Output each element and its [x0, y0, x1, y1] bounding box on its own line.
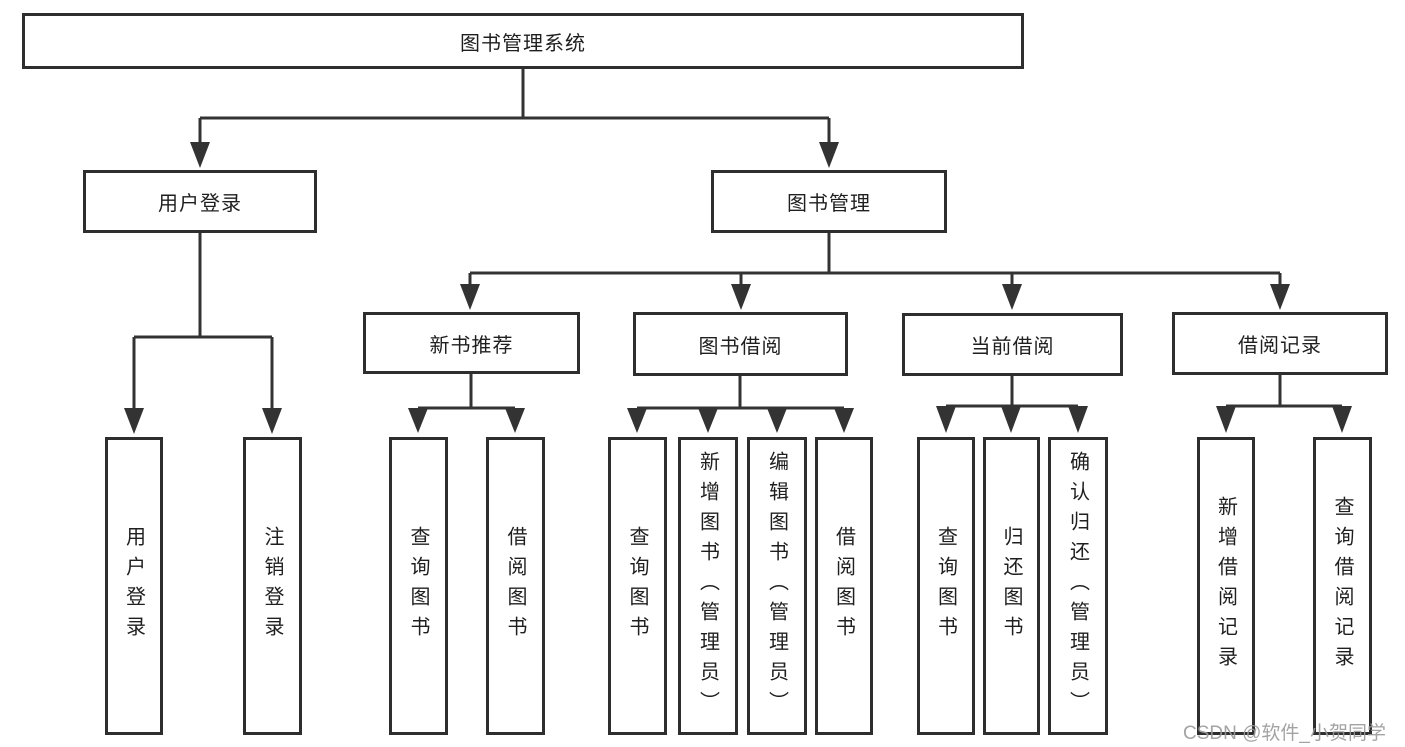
connector-current-borrow: [946, 376, 1078, 408]
leaf-add-book-admin: 新增图书（管理员）: [678, 437, 738, 735]
leaf-logout: 注销登录: [243, 437, 302, 735]
leaf-user-login: 用户登录: [105, 437, 163, 735]
arrow-down-icon: [819, 142, 839, 168]
arrow-down-icon: [1068, 406, 1088, 433]
arrow-down-icon: [505, 408, 525, 433]
arrow-down-icon: [408, 408, 428, 433]
leaf-edit-book-admin: 编辑图书（管理员）: [747, 437, 807, 735]
arrow-down-icon: [698, 408, 718, 433]
arrow-down-icon: [190, 142, 210, 168]
leaf-query-books-borrow: 查询图书: [608, 437, 667, 735]
node-book-borrow: 图书借阅: [633, 312, 848, 376]
arrow-down-icon: [1270, 284, 1290, 310]
arrow-down-icon: [731, 284, 751, 310]
arrow-down-icon: [1002, 284, 1022, 310]
connector-user-login: [132, 233, 274, 412]
arrow-down-icon: [460, 284, 480, 310]
node-library-system: 图书管理系统: [22, 13, 1024, 69]
node-current-borrow: 当前借阅: [902, 313, 1123, 376]
leaf-query-books-recommend: 查询图书: [389, 437, 448, 735]
arrow-down-icon: [262, 408, 282, 434]
watermark: CSDN @软件_小贺同学: [1183, 723, 1386, 744]
leaf-query-books-current: 查询图书: [917, 437, 975, 735]
leaf-confirm-return-admin: 确认归还（管理员）: [1048, 437, 1108, 735]
arrow-down-icon: [124, 408, 144, 434]
arrow-down-icon: [1216, 406, 1236, 433]
leaf-return-books: 归还图书: [983, 437, 1040, 735]
connector-book-borrow: [637, 375, 844, 410]
leaf-add-borrow-record: 新增借阅记录: [1197, 437, 1255, 735]
leaf-query-borrow-record: 查询借阅记录: [1313, 437, 1372, 735]
leaf-borrow-books: 借阅图书: [815, 437, 873, 735]
connector-root: [198, 68, 831, 146]
arrow-down-icon: [627, 408, 647, 433]
arrow-down-icon: [1332, 406, 1352, 433]
node-user-login: 用户登录: [83, 170, 317, 233]
connector-book-management: [468, 233, 1282, 288]
leaf-borrow-books-recommend: 借阅图书: [486, 437, 545, 735]
arrow-down-icon: [767, 408, 787, 433]
arrow-down-icon: [1001, 406, 1021, 433]
node-new-book-recommend: 新书推荐: [363, 312, 580, 374]
arrow-down-icon: [936, 406, 956, 433]
node-borrow-records: 借阅记录: [1172, 312, 1388, 375]
connector-borrow-records: [1226, 375, 1342, 408]
arrow-down-icon: [834, 408, 854, 433]
connector-new-book-recommend: [418, 373, 515, 410]
node-book-management: 图书管理: [711, 170, 947, 233]
